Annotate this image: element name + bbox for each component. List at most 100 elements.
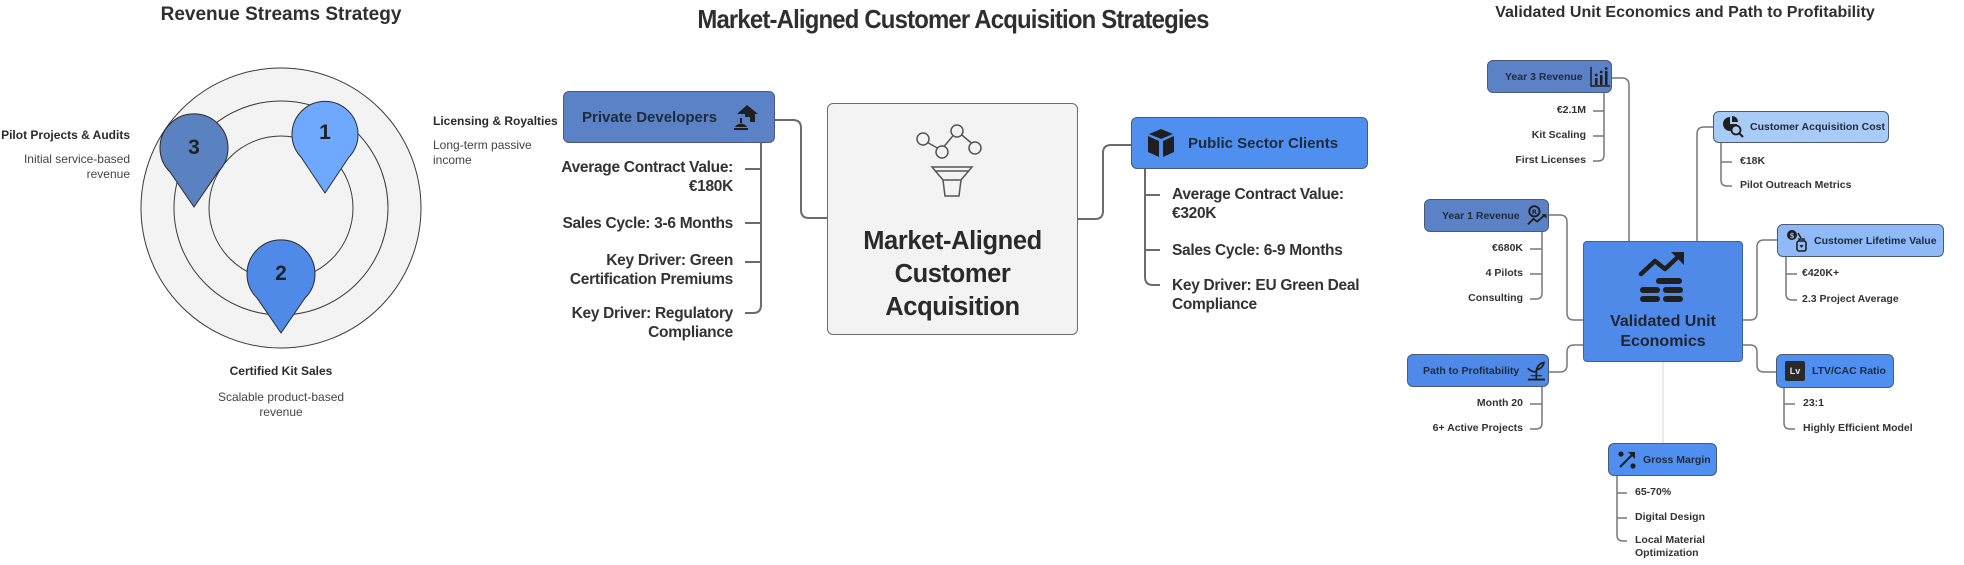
connector-cac bbox=[1696, 126, 1713, 241]
unit-economics-center-node[interactable]: Validated Unit Economics bbox=[1583, 241, 1743, 362]
cac-spine bbox=[1720, 143, 1732, 187]
private-item-line: Certification Premiums bbox=[569, 271, 733, 288]
acquisition-title: Market-Aligned Customer Acquisition Stra… bbox=[697, 4, 1209, 34]
ltv-item: 23:1 bbox=[1803, 397, 1825, 409]
year1-item: Consulting bbox=[1468, 292, 1523, 304]
cube-icon bbox=[1148, 129, 1174, 157]
private-item: Key Driver: Regulatory Compliance bbox=[571, 304, 734, 342]
ratio-icon: Lv bbox=[1785, 361, 1805, 381]
ltv-cac-ratio-label: LTV/CAC Ratio bbox=[1812, 365, 1886, 377]
pin-3-marker[interactable] bbox=[159, 113, 229, 208]
stream-pilot: Pilot Projects & Audits Initial service-… bbox=[1, 128, 130, 182]
path-item: 6+ Active Projects bbox=[1432, 422, 1523, 434]
pin-1-marker[interactable] bbox=[291, 100, 359, 194]
revenue-growth-icon: R bbox=[1526, 204, 1547, 225]
gross-item-line: Optimization bbox=[1635, 547, 1699, 559]
customer-lifetime-value-label: Customer Lifetime Value bbox=[1814, 234, 1937, 247]
acquisition-center-node[interactable]: Market-Aligned Customer Acquisition bbox=[827, 103, 1078, 335]
trend-up-coins-icon bbox=[1638, 252, 1684, 302]
year3-item: First Licenses bbox=[1515, 154, 1586, 166]
connector-clv bbox=[1743, 239, 1777, 321]
gross-item: Local Material Optimization bbox=[1635, 534, 1705, 560]
public-item-line: Sales Cycle: 6-9 Months bbox=[1172, 242, 1343, 259]
path-to-profitability-node[interactable]: Path to Profitability bbox=[1407, 354, 1549, 387]
year1-item: 4 Pilots bbox=[1485, 267, 1523, 279]
sprout-icon bbox=[1527, 360, 1546, 380]
clv-spine bbox=[1785, 257, 1797, 301]
unit-economics-center-line: Validated Unit bbox=[1610, 313, 1716, 330]
private-item-line: Sales Cycle: 3-6 Months bbox=[562, 215, 733, 232]
path-to-profitability-label: Path to Profitability bbox=[1423, 364, 1520, 377]
stream-kit-sales-desc-1: Scalable product-based bbox=[217, 390, 345, 404]
customer-acquisition-cost-label: Customer Acquisition Cost bbox=[1750, 121, 1885, 133]
svg-text:R: R bbox=[1532, 208, 1537, 216]
public-item: Key Driver: EU Green Deal Compliance bbox=[1172, 276, 1360, 314]
stream-licensing: Licensing & Royalties Long-term passive … bbox=[433, 114, 558, 168]
public-item-line: €320K bbox=[1172, 205, 1217, 222]
public-items-spine bbox=[1144, 169, 1160, 286]
pin-3-number: 3 bbox=[188, 136, 200, 159]
year3-revenue-node[interactable]: Year 3 Revenue bbox=[1487, 60, 1612, 93]
ltv-spine bbox=[1783, 388, 1795, 430]
year3-spine bbox=[1593, 93, 1605, 162]
year1-spine bbox=[1530, 232, 1543, 300]
pin-2-number: 2 bbox=[275, 262, 287, 285]
connector-center-to-public bbox=[1078, 144, 1131, 220]
year3-revenue-label: Year 3 Revenue bbox=[1505, 70, 1583, 83]
public-item-line: Compliance bbox=[1172, 296, 1257, 313]
gross-item-line: Local Material bbox=[1635, 534, 1706, 546]
acquisition-center-line: Acquisition bbox=[885, 293, 1020, 321]
public-item-line: Key Driver: EU Green Deal bbox=[1172, 277, 1360, 294]
connector-center-to-private bbox=[775, 119, 827, 219]
stream-pilot-desc-2: revenue bbox=[86, 167, 130, 181]
private-developers-label: Private Developers bbox=[582, 108, 718, 126]
clv-item: 2.3 Project Average bbox=[1802, 293, 1899, 305]
pie-search-icon bbox=[1723, 116, 1744, 138]
gross-margin-node[interactable]: Gross Margin bbox=[1608, 443, 1717, 476]
private-item: Key Driver: Green Certification Premiums bbox=[570, 251, 733, 289]
private-item-line: Key Driver: Regulatory bbox=[571, 305, 734, 322]
dollar-bag-icon: $ bbox=[1787, 229, 1807, 252]
public-sector-node[interactable]: Public Sector Clients bbox=[1131, 117, 1368, 169]
acquisition-center-line: Customer bbox=[894, 260, 1011, 288]
customer-lifetime-value-node[interactable]: $ Customer Lifetime Value bbox=[1777, 224, 1944, 257]
private-item-line: Average Contract Value: bbox=[561, 159, 733, 176]
funnel-network-icon bbox=[915, 124, 982, 197]
unit-economics-title: Validated Unit Economics and Path to Pro… bbox=[1495, 4, 1875, 21]
stream-kit-sales: Certified Kit Sales Scalable product-bas… bbox=[181, 364, 381, 420]
ltv-item: Highly Efficient Model bbox=[1803, 422, 1913, 434]
public-item: Sales Cycle: 6-9 Months bbox=[1172, 241, 1343, 260]
cac-item: €18K bbox=[1740, 155, 1766, 167]
svg-text:$: $ bbox=[1790, 232, 1795, 240]
revenue-streams-title: Revenue Streams Strategy bbox=[160, 4, 402, 25]
private-developers-node[interactable]: Private Developers bbox=[563, 91, 775, 143]
customer-acquisition-cost-node[interactable]: Customer Acquisition Cost bbox=[1713, 111, 1889, 143]
connector-path bbox=[1549, 344, 1583, 373]
pin-1-number: 1 bbox=[319, 121, 331, 144]
pin-2-marker[interactable] bbox=[246, 239, 316, 334]
clv-item: €420K+ bbox=[1802, 267, 1840, 279]
stream-kit-sales-desc-2: revenue bbox=[259, 405, 303, 419]
ltv-cac-ratio-node[interactable]: Lv LTV/CAC Ratio bbox=[1776, 354, 1894, 388]
acquisition-connectors bbox=[745, 119, 1160, 314]
path-spine bbox=[1530, 387, 1543, 430]
gross-spine bbox=[1616, 476, 1627, 542]
public-item-line: Average Contract Value: bbox=[1172, 186, 1344, 203]
private-item: Sales Cycle: 3-6 Months bbox=[562, 214, 733, 233]
private-item-line: €180K bbox=[688, 178, 733, 195]
unit-economics-center-line: Economics bbox=[1620, 333, 1706, 350]
path-item: Month 20 bbox=[1476, 397, 1523, 409]
public-sector-label: Public Sector Clients bbox=[1188, 134, 1339, 152]
stream-kit-sales-label: Certified Kit Sales bbox=[229, 364, 333, 378]
year1-revenue-node[interactable]: Year 1 Revenue R bbox=[1424, 199, 1549, 232]
stream-licensing-desc-2: income bbox=[433, 153, 472, 167]
stream-licensing-label: Licensing & Royalties bbox=[433, 114, 558, 128]
gross-margin-label: Gross Margin bbox=[1643, 453, 1711, 466]
private-items-spine bbox=[745, 143, 762, 314]
connector-year1 bbox=[1549, 214, 1583, 321]
connector-ltv bbox=[1743, 344, 1776, 373]
bar-chart-icon bbox=[1589, 66, 1610, 87]
year1-item: €680K bbox=[1492, 242, 1523, 254]
acquisition-center-line: Market-Aligned bbox=[863, 227, 1042, 255]
